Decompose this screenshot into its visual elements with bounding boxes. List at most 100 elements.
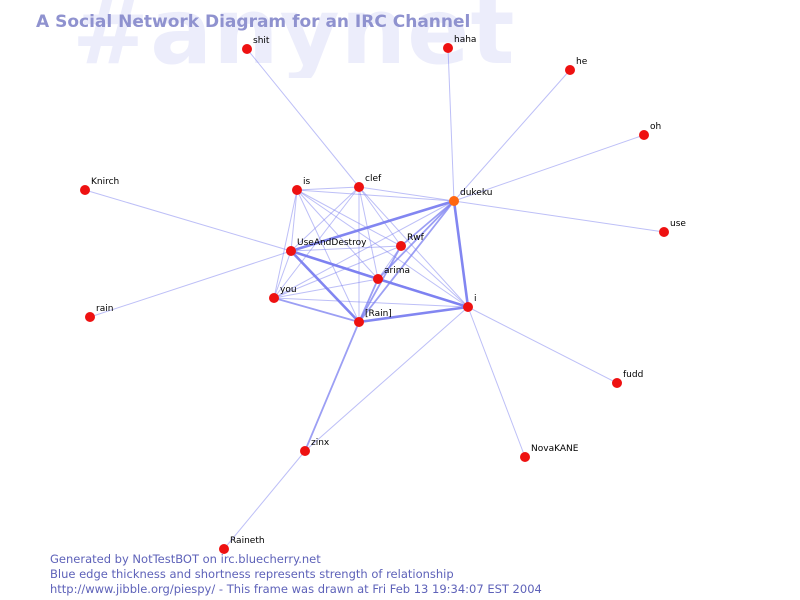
edge-is-you bbox=[273, 189, 298, 299]
node-he: he bbox=[565, 57, 588, 75]
node-rain: rain bbox=[85, 304, 113, 322]
edge-dukeku-is bbox=[296, 189, 455, 202]
node-use: use bbox=[659, 219, 686, 237]
diagram-title: A Social Network Diagram for an IRC Chan… bbox=[36, 12, 471, 32]
edge-rwf-i bbox=[400, 245, 469, 308]
edge-fudd-i bbox=[467, 306, 618, 384]
node-label: Knirch bbox=[91, 177, 119, 187]
node-label: you bbox=[280, 285, 297, 295]
node-dot bbox=[269, 293, 279, 303]
edge-useanddestroy-rain bbox=[289, 249, 361, 324]
edge-rain-rwf bbox=[358, 245, 402, 323]
node-arima: arima bbox=[373, 266, 410, 284]
edge-rain-you bbox=[273, 297, 360, 323]
edge-raineth-zinx bbox=[223, 450, 306, 550]
edge-useanddestroy-is bbox=[290, 189, 298, 252]
node-shit: shit bbox=[242, 36, 270, 54]
edge-useanddestroy-you bbox=[273, 250, 292, 299]
node-dot bbox=[612, 378, 622, 388]
edge-arima-is bbox=[296, 189, 379, 280]
edge-dukeku-rwf bbox=[400, 200, 455, 247]
edge-arima-you bbox=[273, 278, 379, 299]
edge-dukeku-i bbox=[452, 199, 470, 309]
node-dot bbox=[354, 317, 364, 327]
edge-use-dukeku bbox=[453, 200, 665, 233]
node-dot bbox=[242, 44, 252, 54]
edge-layer bbox=[84, 47, 665, 550]
footer-generated-by: Generated by NotTestBOT on irc.bluecherr… bbox=[50, 552, 321, 566]
edge-he-dukeku bbox=[453, 69, 571, 202]
edge-knirch-useanddestroy bbox=[84, 189, 292, 252]
edge-dukeku-clef bbox=[358, 186, 455, 202]
node-rain: [Rain] bbox=[354, 309, 392, 327]
node-useanddestroy: UseAndDestroy bbox=[286, 238, 367, 256]
node-dot bbox=[85, 312, 95, 322]
node-dot bbox=[396, 241, 406, 251]
edge-useanddestroy-clef bbox=[290, 186, 360, 252]
node-fudd: fudd bbox=[612, 370, 643, 388]
channel-watermark: #anynet bbox=[72, 0, 516, 78]
node-novakane: NovaKANE bbox=[520, 444, 579, 462]
node-dot bbox=[443, 43, 453, 53]
node-label: he bbox=[576, 57, 588, 67]
edge-you-i bbox=[273, 297, 469, 308]
node-dukeku: dukeku bbox=[449, 188, 492, 206]
edge-useanddestroy-rwf bbox=[290, 245, 402, 252]
node-dot bbox=[354, 182, 364, 192]
node-label: [Rain] bbox=[365, 309, 392, 319]
node-label: fudd bbox=[623, 370, 643, 380]
node-dot bbox=[449, 196, 459, 206]
edge-rain-i bbox=[357, 305, 470, 324]
edge-clef-you bbox=[273, 186, 360, 299]
node-raineth: Raineth bbox=[219, 536, 265, 554]
footer-timestamp: http://www.jibble.org/piespy/ - This fra… bbox=[50, 582, 542, 596]
node-is: is bbox=[292, 177, 311, 195]
edge-shit-clef bbox=[246, 48, 360, 188]
node-label: dukeku bbox=[460, 188, 492, 198]
node-haha: haha bbox=[443, 35, 476, 53]
footer: Generated by NotTestBOT on irc.bluecherr… bbox=[50, 552, 542, 597]
edge-dukeku-you bbox=[273, 200, 455, 299]
node-dot bbox=[659, 227, 669, 237]
edge-dukeku-rain bbox=[358, 200, 455, 323]
node-rwf: Rwf bbox=[396, 233, 425, 251]
node-label: UseAndDestroy bbox=[297, 238, 367, 248]
node-dot bbox=[219, 544, 229, 554]
edge-clef-is bbox=[296, 186, 360, 191]
edge-zinx-rain bbox=[304, 321, 360, 452]
node-knirch: Knirch bbox=[80, 177, 119, 195]
node-label: use bbox=[670, 219, 686, 229]
node-label: zinx bbox=[311, 438, 330, 448]
node-dot bbox=[639, 130, 649, 140]
edge-rwf-is bbox=[296, 189, 402, 247]
edge-dukeku-useanddestroy bbox=[289, 199, 456, 253]
edge-arima-i bbox=[376, 277, 470, 309]
edge-rain-is bbox=[296, 189, 360, 323]
node-label: arima bbox=[384, 266, 410, 276]
node-dot bbox=[300, 446, 310, 456]
node-you: you bbox=[269, 285, 297, 303]
node-dot bbox=[373, 274, 383, 284]
node-dot bbox=[292, 185, 302, 195]
node-zinx: zinx bbox=[300, 438, 330, 456]
node-dot bbox=[565, 65, 575, 75]
edge-rwf-you bbox=[273, 245, 402, 299]
node-dot bbox=[80, 185, 90, 195]
edge-is-i bbox=[296, 189, 469, 308]
node-label: Raineth bbox=[230, 536, 265, 546]
node-label: i bbox=[474, 294, 477, 304]
node-label: Rwf bbox=[407, 233, 425, 243]
node-label: is bbox=[303, 177, 311, 187]
node-label: shit bbox=[253, 36, 270, 46]
node-i: i bbox=[463, 294, 477, 312]
node-label: NovaKANE bbox=[531, 444, 579, 454]
node-label: rain bbox=[96, 304, 113, 314]
node-dot bbox=[286, 246, 296, 256]
node-dot bbox=[463, 302, 473, 312]
footer-legend-note: Blue edge thickness and shortness repres… bbox=[50, 567, 454, 581]
edge-arima-clef bbox=[358, 186, 379, 280]
edge-zinx-i bbox=[304, 306, 469, 452]
